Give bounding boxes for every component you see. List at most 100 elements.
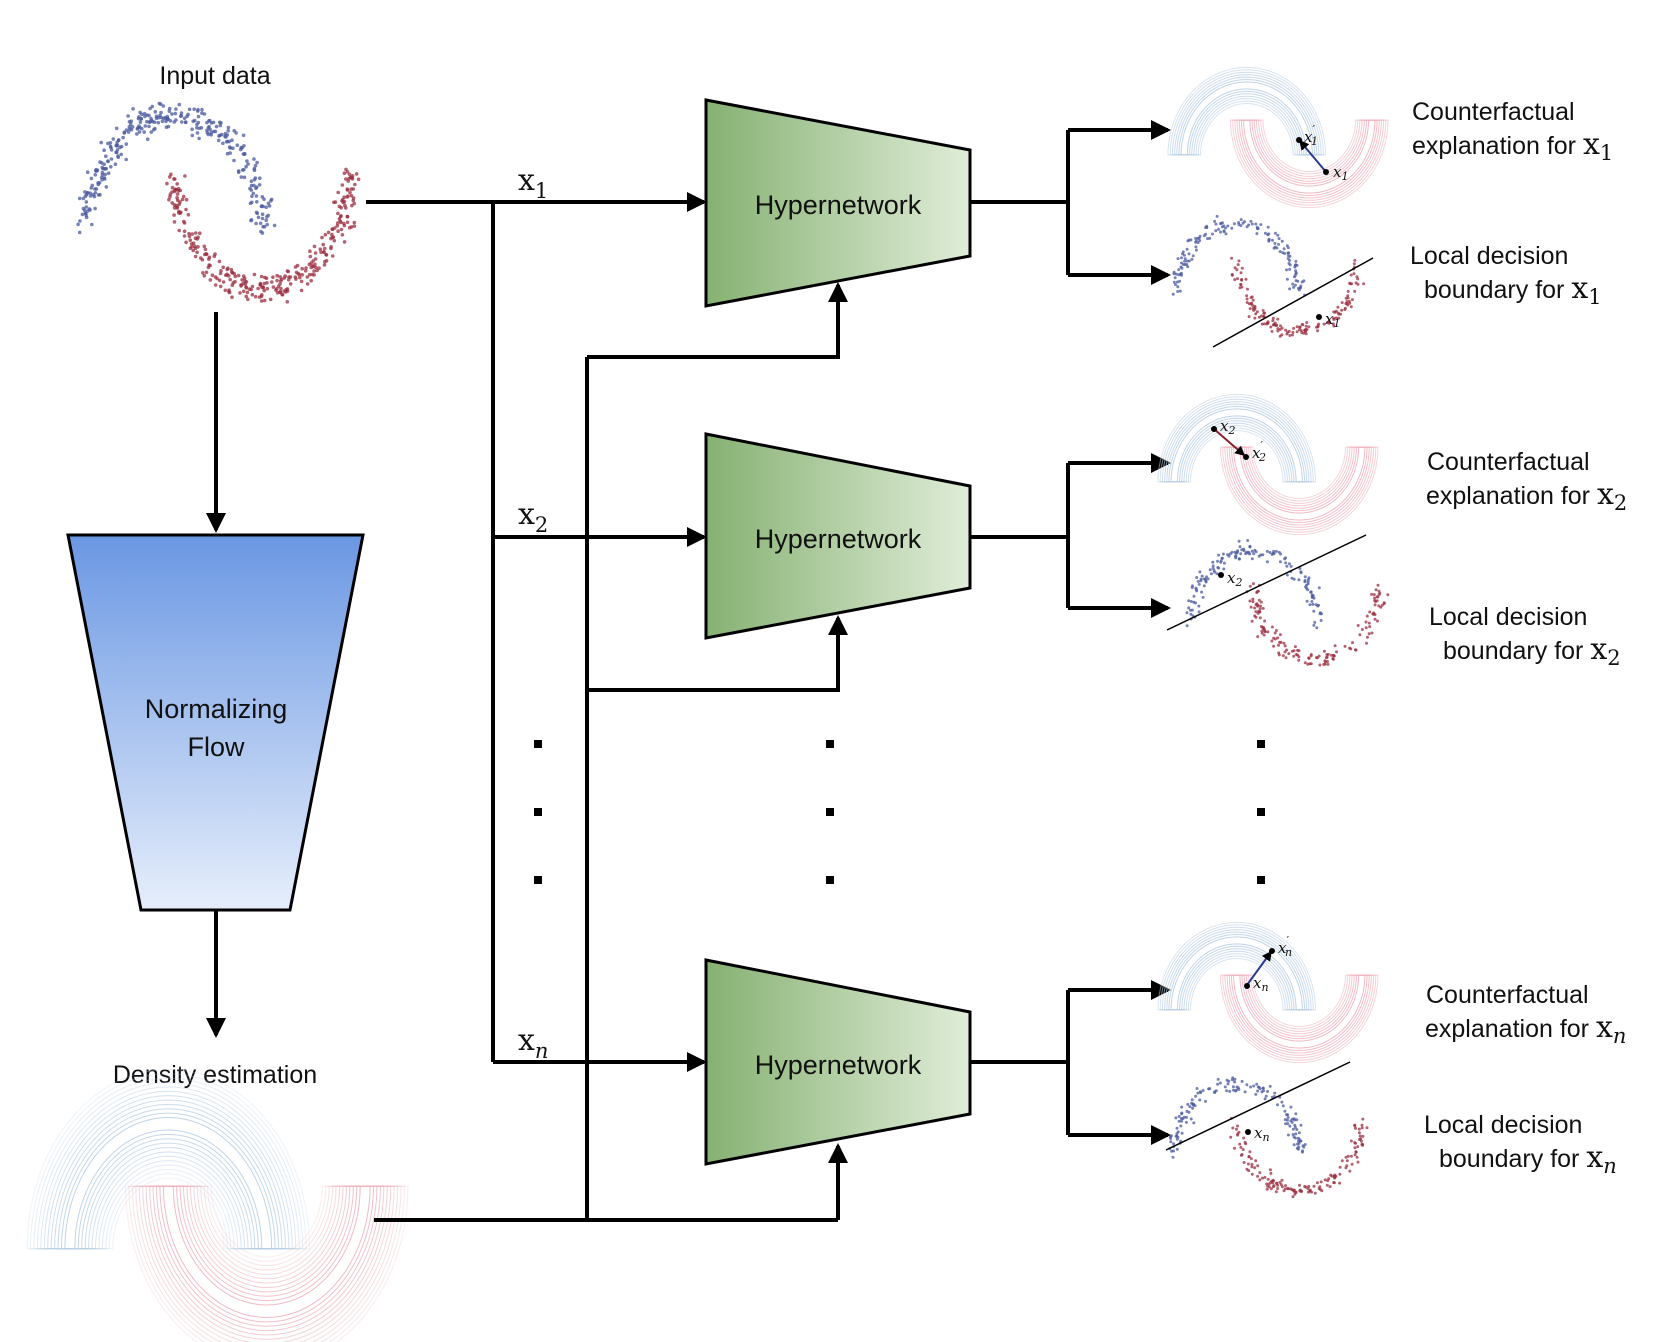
scatter-point-class-a bbox=[1179, 1117, 1183, 1121]
scatter-point-class-b bbox=[307, 262, 312, 267]
scatter-point-class-a bbox=[1310, 596, 1314, 599]
scatter-point-class-b bbox=[184, 207, 188, 212]
scatter-point-class-a bbox=[1288, 287, 1292, 291]
scatter-point-class-a bbox=[1232, 222, 1236, 226]
scatter-point-class-b bbox=[1277, 643, 1280, 647]
point-marker bbox=[1218, 572, 1224, 578]
scatter-point-class-b bbox=[1304, 332, 1308, 336]
scatter-point-class-b bbox=[1233, 1146, 1236, 1150]
scatter-point-class-b bbox=[1357, 1131, 1361, 1135]
scatter-point-class-a bbox=[106, 159, 110, 164]
hypernetwork-block-n bbox=[704, 958, 972, 1166]
scatter-point-class-b bbox=[1338, 1181, 1342, 1185]
scatter-point-class-b bbox=[1345, 1159, 1349, 1163]
scatter-point-class-b bbox=[1274, 1190, 1278, 1194]
scatter-point-class-b bbox=[1251, 298, 1255, 302]
scatter-point-class-b bbox=[1275, 1182, 1279, 1185]
scatter-point-class-b bbox=[1365, 635, 1369, 639]
scatter-point-class-b bbox=[1253, 316, 1257, 320]
scatter-point-class-b bbox=[1272, 644, 1276, 648]
boundary-label-2-line1: Local decision bbox=[1429, 603, 1587, 631]
scatter-point-class-b bbox=[187, 231, 191, 236]
scatter-point-class-b bbox=[309, 278, 314, 283]
scatter-point-class-b bbox=[1295, 325, 1299, 329]
point-marker bbox=[1269, 948, 1275, 954]
scatter-point-class-a bbox=[84, 200, 89, 204]
scatter-point-class-b bbox=[1256, 1164, 1260, 1168]
scatter-point-class-a bbox=[127, 127, 132, 131]
scatter-point-class-a bbox=[1176, 290, 1180, 293]
decision-boundary-line bbox=[1212, 257, 1374, 348]
counterfactual-arrow-n bbox=[1246, 950, 1272, 986]
scatter-point-class-b bbox=[1325, 321, 1329, 325]
counterfactual-label-n-line1: Counterfactual bbox=[1426, 981, 1589, 1009]
scatter-point-class-b bbox=[1247, 1155, 1251, 1159]
scatter-point-class-b bbox=[1269, 1187, 1273, 1191]
scatter-point-class-b bbox=[344, 206, 348, 210]
scatter-point-class-a bbox=[84, 205, 89, 209]
scatter-point-class-b bbox=[271, 285, 276, 289]
scatter-point-class-b bbox=[1346, 296, 1350, 300]
scatter-point-class-b bbox=[1370, 592, 1374, 596]
scatter-point-class-a bbox=[1200, 574, 1204, 578]
scatter-point-class-b bbox=[340, 233, 345, 237]
scatter-point-class-a bbox=[1176, 257, 1180, 261]
scatter-point-class-b bbox=[1334, 316, 1338, 320]
scatter-point-class-b bbox=[1349, 273, 1353, 277]
scatter-point-class-b bbox=[194, 231, 198, 235]
scatter-point-class-a bbox=[1266, 225, 1270, 229]
scatter-point-class-a bbox=[1295, 1118, 1299, 1122]
scatter-point-class-a bbox=[226, 125, 231, 130]
scatter-point-class-b bbox=[1300, 331, 1304, 335]
counterfactual-label-1-line1: Counterfactual bbox=[1412, 98, 1575, 126]
scatter-point-class-b bbox=[190, 245, 194, 249]
scatter-point-class-b bbox=[330, 254, 335, 258]
scatter-point-class-a bbox=[1234, 554, 1238, 558]
point-marker bbox=[1211, 426, 1217, 432]
scatter-point-class-a bbox=[1248, 552, 1252, 556]
scatter-point-class-b bbox=[1291, 1195, 1295, 1199]
scatter-point-class-a bbox=[213, 129, 218, 134]
scatter-point-class-a bbox=[1306, 588, 1310, 592]
scatter-point-class-b bbox=[1278, 640, 1282, 644]
scatter-point-class-b bbox=[1292, 326, 1296, 330]
scatter-point-class-b bbox=[1260, 322, 1264, 326]
scatter-point-class-a bbox=[1294, 279, 1298, 283]
scatter-point-class-b bbox=[1373, 599, 1377, 602]
scatter-point-class-a bbox=[99, 140, 103, 145]
scatter-point-class-a bbox=[1292, 1117, 1296, 1121]
scatter-point-class-a bbox=[1237, 557, 1241, 561]
scatter-point-class-a bbox=[158, 113, 162, 118]
counterfactual-label-n-line2: explanation for xn bbox=[1425, 1010, 1626, 1048]
scatter-point-class-b bbox=[1360, 1123, 1364, 1127]
scatter-point-class-a bbox=[1307, 576, 1311, 580]
scatter-point-class-a bbox=[1264, 1094, 1268, 1098]
scatter-point-class-b bbox=[1261, 606, 1265, 610]
scatter-point-class-b bbox=[321, 242, 326, 247]
scatter-point-class-a bbox=[235, 143, 240, 147]
scatter-point-class-a bbox=[104, 154, 108, 158]
scatter-point-class-b bbox=[175, 182, 179, 186]
scatter-point-class-a bbox=[1213, 219, 1217, 223]
scatter-point-class-a bbox=[1220, 556, 1224, 560]
scatter-point-class-a bbox=[100, 173, 105, 177]
scatter-point-class-a bbox=[223, 134, 227, 139]
hypernetwork-label-1: Hypernetwork bbox=[755, 190, 922, 220]
scatter-point-class-b bbox=[1352, 272, 1356, 276]
scatter-point-class-b bbox=[1371, 612, 1375, 616]
scatter-point-class-a bbox=[87, 207, 92, 211]
scatter-point-class-a bbox=[1232, 1088, 1235, 1092]
scatter-point-class-b bbox=[1240, 266, 1244, 270]
scatter-point-class-a bbox=[164, 119, 168, 124]
hyper1-output-stem bbox=[970, 130, 1070, 275]
scatter-point-class-a bbox=[148, 106, 152, 111]
scatter-point-class-b bbox=[1269, 325, 1273, 329]
point-marker bbox=[1323, 169, 1329, 175]
scatter-point-class-b bbox=[1307, 656, 1311, 660]
scatter-point-class-a bbox=[1219, 230, 1223, 234]
scatter-point-class-a bbox=[147, 113, 151, 118]
counterfactual-label-2-line2: explanation for x2 bbox=[1426, 477, 1627, 515]
scatter-point-class-b bbox=[1270, 329, 1274, 333]
scatter-point-class-a bbox=[262, 224, 267, 229]
scatter-point-class-b bbox=[346, 179, 351, 183]
